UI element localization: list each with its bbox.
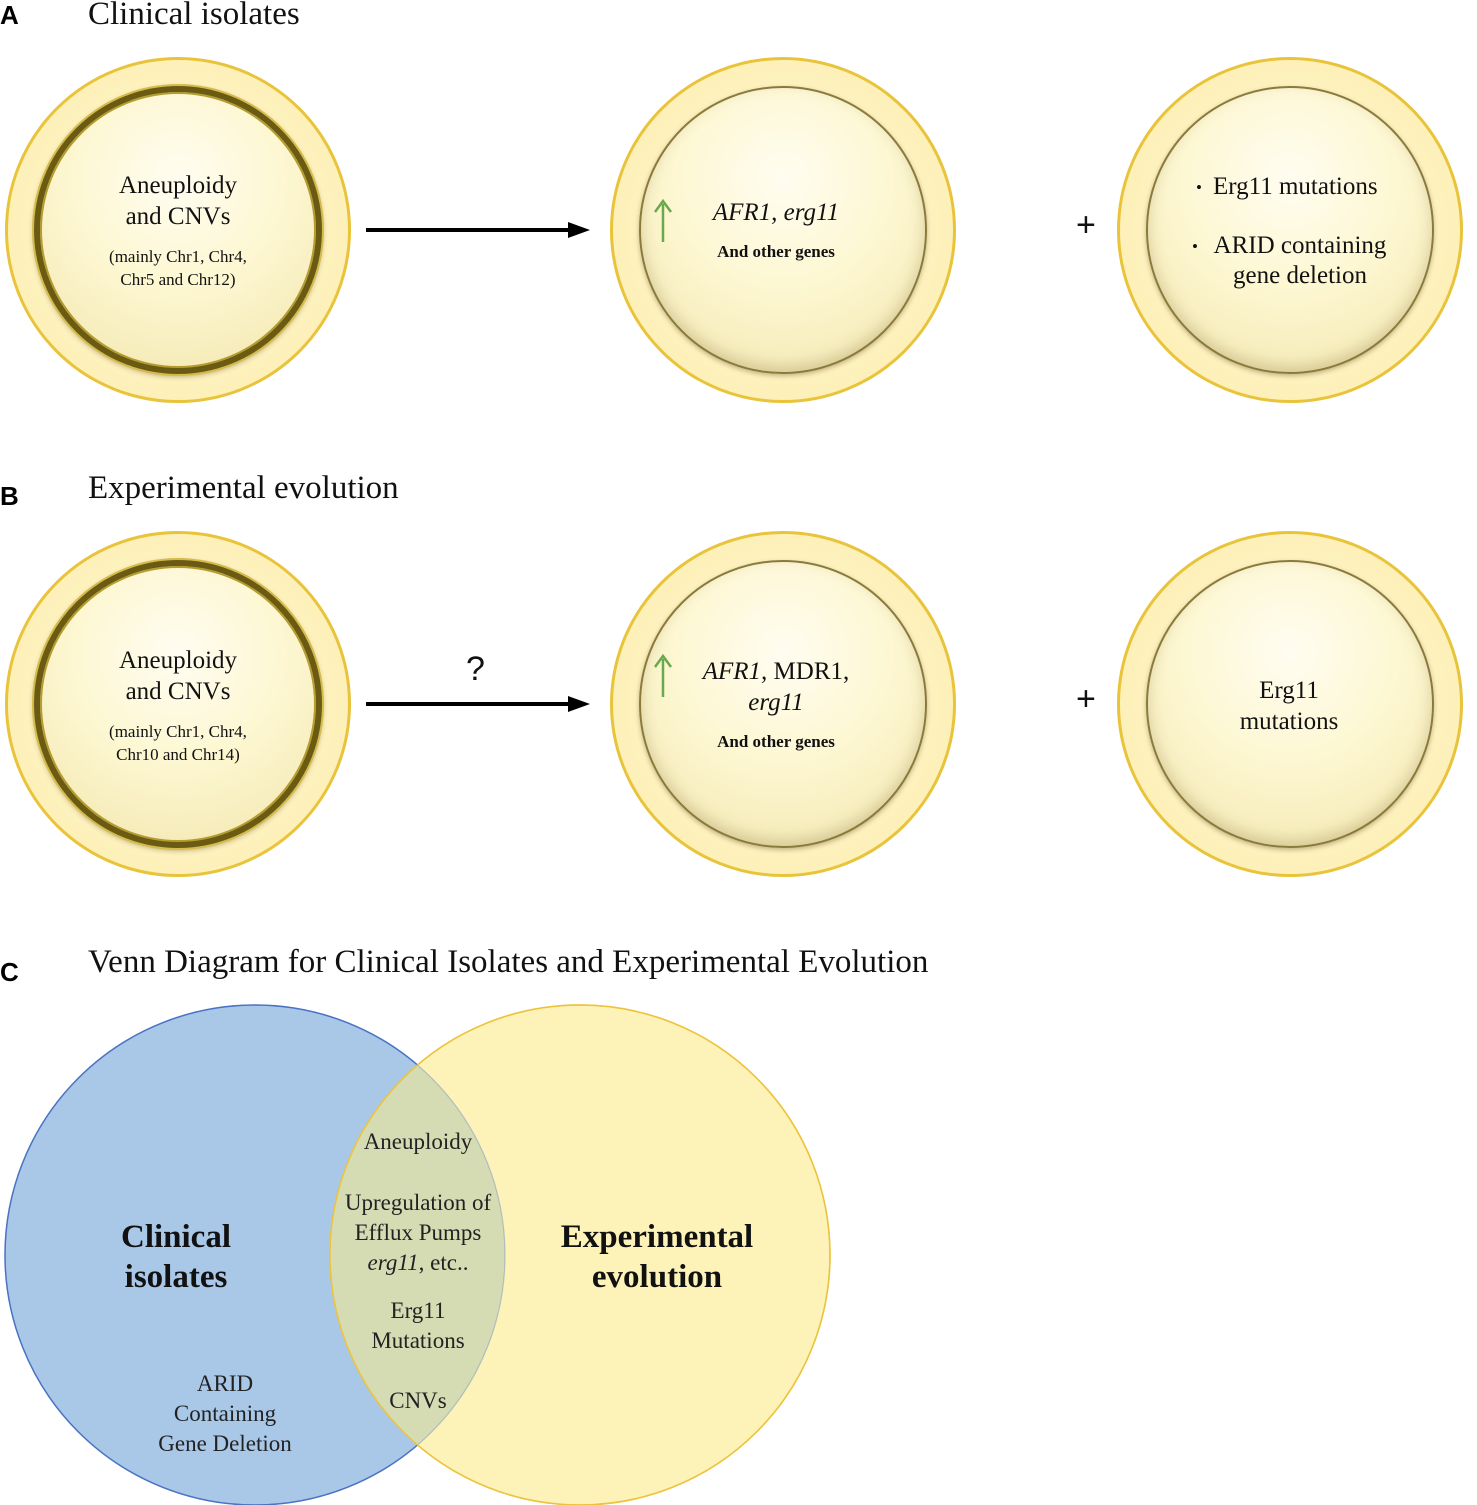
panel-b-circle1-note1: (mainly Chr1, Chr4,: [109, 722, 247, 741]
panel-a-circle1-line2: and CNVs: [125, 203, 231, 230]
panel-b-expression-inner: [639, 560, 927, 848]
panel-a-expression-circle: [610, 57, 956, 403]
panel-b-circle1-note2: Chr10 and Chr14): [116, 745, 240, 764]
venn-overlap-region: [330, 1005, 505, 1505]
panel-a-aneuploidy-circle: [5, 57, 351, 403]
panel-a-expression-inner: [639, 86, 927, 374]
panel-b-aneuploidy-circle: [5, 531, 351, 877]
panel-b-circle2-genes-line1: AFR1, MDR1,: [676, 656, 876, 687]
venn-overlap-erg11-1: Erg11: [390, 1298, 446, 1323]
panel-b-circle1-line2: and CNVs: [125, 678, 231, 705]
venn-erg11-italic: erg11: [367, 1250, 419, 1275]
venn-diagram: [4, 1004, 831, 1505]
panel-a-arrow: [366, 222, 590, 238]
panel-b-title: Experimental evolution: [88, 470, 399, 506]
panel-a-bullet2-line1: ARID containing: [1213, 232, 1387, 259]
venn-overlap-upreg-3: erg11, etc..: [318, 1248, 518, 1278]
panel-a-plus: +: [1076, 206, 1096, 244]
panel-a-bullet2-dot: •: [1192, 237, 1198, 256]
panel-b-circle3-line2: mutations: [1239, 708, 1339, 735]
venn-left-label-1: Clinical: [120, 1219, 231, 1255]
venn-etc: , etc..: [418, 1250, 469, 1275]
venn-overlap-cnvs: CNVs: [389, 1388, 447, 1413]
panel-a-title: Clinical isolates: [88, 0, 300, 32]
panel-c-letter: C: [0, 957, 19, 987]
panel-a-letter: A: [0, 0, 19, 30]
panel-b-gene-erg11: erg11: [748, 689, 804, 716]
panel-b-aneuploidy-inner: [34, 560, 322, 848]
venn-left-only-2: Containing: [173, 1401, 277, 1426]
panel-a-bullet2-line2: gene deletion: [1233, 262, 1367, 289]
panel-b-expression-circle: [610, 531, 956, 877]
panel-a-bullet1-dot: •: [1196, 178, 1202, 197]
panel-a-bullet1-text: Erg11 mutations: [1213, 173, 1378, 200]
panel-a-circle1-note1: (mainly Chr1, Chr4,: [109, 247, 247, 266]
panel-a-circle1-line1: Aneuploidy: [118, 172, 238, 199]
panel-b-gene-mdr1: MDR1,: [773, 658, 850, 685]
venn-left-only-3: Gene Deletion: [158, 1431, 292, 1456]
panel-b-arrow: [366, 696, 590, 712]
panel-c-title: Venn Diagram for Clinical Isolates and E…: [88, 944, 929, 980]
panel-a-mutations-inner: [1146, 86, 1434, 374]
upregulation-arrow-icon: [653, 653, 673, 697]
panel-a-aneuploidy-inner: [34, 86, 322, 374]
panel-b-circle1-line1: Aneuploidy: [118, 647, 238, 674]
venn-overlap-erg11-2: Mutations: [371, 1328, 465, 1353]
panel-b-mutations-circle: [1117, 531, 1463, 877]
venn-right-label-1: Experimental: [560, 1219, 754, 1255]
panel-b-circle3-line1: Erg11: [1259, 677, 1319, 704]
panel-b-gene-afr1: AFR1,: [702, 658, 768, 685]
panel-b-letter: B: [0, 481, 19, 511]
venn-right-label-2: evolution: [591, 1259, 723, 1295]
panel-a-mutations-circle: [1117, 57, 1463, 403]
panel-b-plus: +: [1076, 680, 1096, 718]
panel-b-circle2-other: And other genes: [717, 732, 835, 751]
panel-b-question-mark: ?: [466, 650, 485, 688]
venn-left-label-2: isolates: [124, 1259, 228, 1295]
upregulation-arrow-icon: [653, 198, 673, 242]
venn-overlap-aneuploidy: Aneuploidy: [363, 1129, 473, 1154]
venn-overlap-upreg-1: Upregulation of: [344, 1190, 492, 1215]
venn-overlap-upreg-2: Efflux Pumps: [354, 1220, 482, 1245]
panel-a-circle1-note2: Chr5 and Chr12): [120, 270, 236, 289]
venn-left-only-1: ARID: [196, 1371, 254, 1396]
panel-a-circle2-other: And other genes: [717, 242, 835, 261]
panel-b-mutations-inner: [1146, 560, 1434, 848]
panel-a-circle2-genes: AFR1, erg11: [712, 199, 840, 226]
